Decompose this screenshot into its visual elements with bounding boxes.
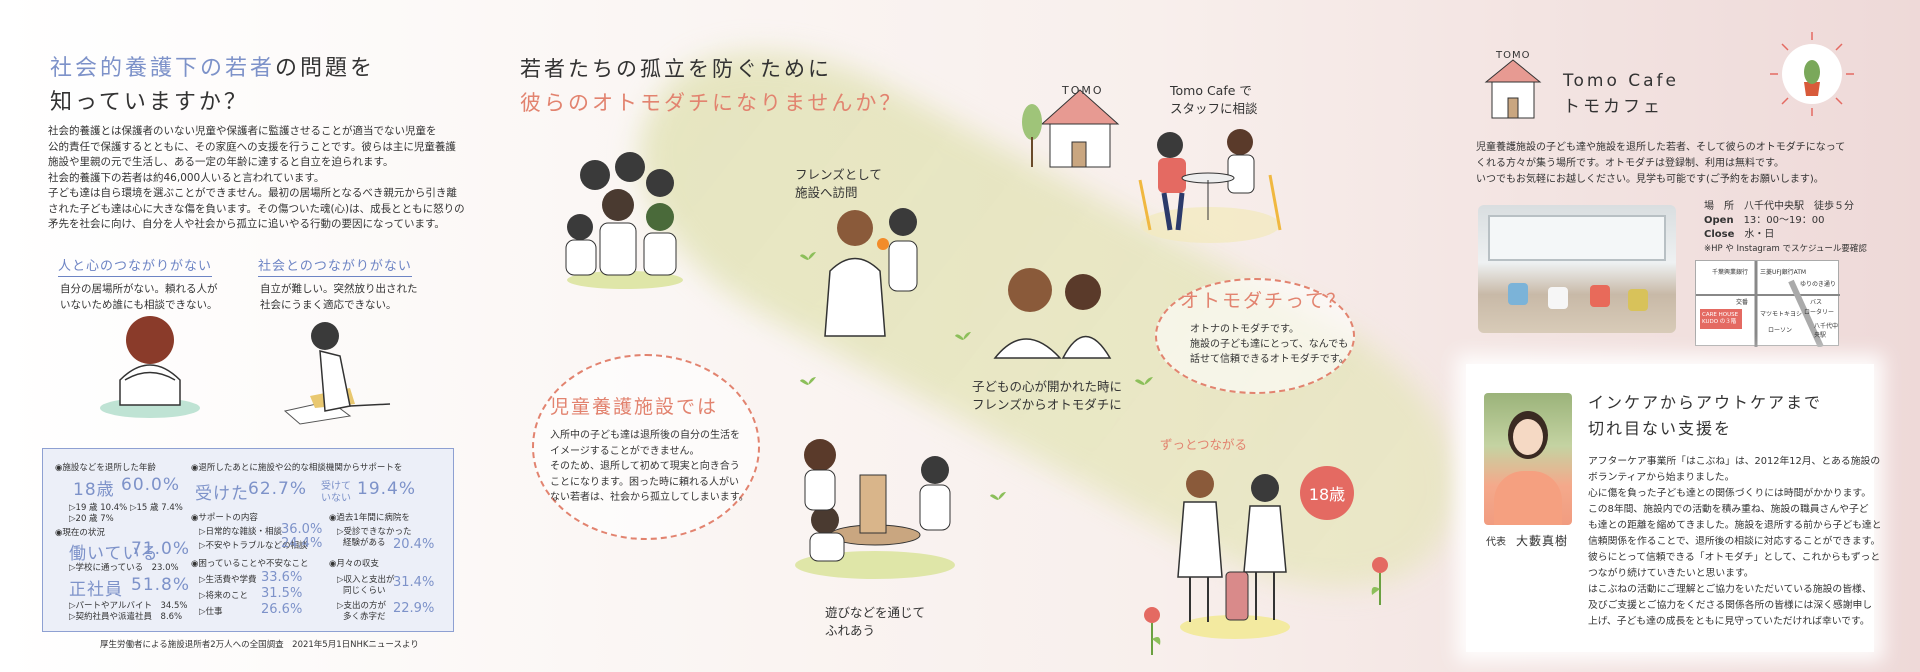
- cafe-intro: 児童養護施設の子ども達や施設を退所した若者、そして彼らのオトモダチになって くれ…: [1476, 142, 1846, 185]
- logo-sign: TOMO: [1496, 50, 1531, 61]
- sub1-text: 自分の居場所がない。頼れる人が いないため誰にも相談できない。: [60, 283, 218, 311]
- left-title: 社会的養護下の若者の問題を 知っていますか？: [50, 56, 376, 115]
- plant-badge-icon: [1770, 32, 1854, 116]
- caption-play: 遊びなどを通じて ふれあう: [825, 605, 926, 638]
- play-jenga-illustration: [795, 439, 955, 579]
- facility-heading: 児童養護施設では: [550, 396, 719, 418]
- caption-open-heart: 子どもの心が開かれた時に フレンズからオトモダチに: [972, 379, 1123, 412]
- caption-cafe: Tomo Cafe で スタッフに相談: [1170, 83, 1258, 116]
- caption-always: ずっとつながる: [1160, 437, 1248, 452]
- sprout-icon: [955, 332, 971, 350]
- access-map: 千葉興業銀行 三菱UFJ銀行ATM ゆりのき通り バス ロータリー 交番 マツモ…: [1695, 260, 1840, 347]
- facility-text: 入所中の子ども達は退所後の自分の生活を イメージすることができません。 そのため…: [550, 430, 749, 503]
- middle-title: 若者たちの孤立を防ぐために 彼らのオトモダチになりませんか？: [520, 57, 904, 115]
- children-group-illustration: [565, 152, 683, 289]
- cafe-name: Tomo Cafe トモカフェ: [1563, 71, 1679, 117]
- cafe-house-illustration: [1022, 89, 1120, 168]
- ellipse-facility: [532, 354, 760, 540]
- representative: 代表 大藪真樹: [1486, 534, 1569, 548]
- whisper-illustration: [993, 268, 1112, 359]
- sprout-icon: [800, 252, 816, 270]
- representative-photo: [1484, 393, 1572, 525]
- otomodachi-text: オトナのトモダチです。 施設の子ども達にとって、なんでも 話せて信頼できるオトモ…: [1190, 324, 1349, 365]
- cafe-info: 場 所 八千代中央駅 徒歩５分 Open 13：00～19：00 Close 水…: [1704, 201, 1867, 254]
- sitting-child-illustration: [100, 316, 200, 418]
- support-heading: インケアからアウトケアまで 切れ目ない支援を: [1588, 393, 1823, 438]
- friend-visit-illustration: [824, 208, 918, 337]
- tomo-logo-house: [1484, 59, 1542, 119]
- sub1-heading: 人と心のつながりがない: [58, 255, 213, 277]
- caption-friends: フレンズとして 施設へ訪問: [795, 167, 882, 200]
- sprout-icon: [1135, 377, 1153, 405]
- flower-icon: [1144, 607, 1161, 655]
- sub2-text: 自立が難しい。突然放り出された 社会にうまく適応できない。: [260, 283, 418, 311]
- two-youths-illustration: [1177, 470, 1290, 639]
- sprout-icon: [990, 492, 1006, 510]
- cafe-sign: TOMO: [1062, 84, 1104, 97]
- drawing-child-illustration: [283, 322, 391, 425]
- age-badge: 18歳: [1300, 466, 1354, 520]
- stats-source: 厚生労働者による施設退所者2万人への全国調査 2021年5月1日NHKニュースよ…: [100, 640, 419, 650]
- cafe-talk-illustration: [1138, 129, 1282, 243]
- stats-box: ◉施設などを退所した年齢 18歳 60.0% ▷19 歳 10.4% ▷15 歳…: [42, 448, 454, 632]
- otomodachi-heading: オトモダチって？: [1180, 290, 1348, 312]
- ellipse-otomodachi: [1155, 278, 1355, 394]
- cafe-photo: [1478, 205, 1676, 333]
- flower-icon: [1371, 557, 1388, 605]
- sub2-heading: 社会とのつながりがない: [258, 255, 412, 277]
- support-text: アフターケア事業所「はこぶね」は、2012年12月、とある施設の ボランティアか…: [1588, 456, 1882, 627]
- left-paragraph: 社会的養護とは保護者のいない児童や保護者に監護させることが適当でない児童を 公的…: [48, 125, 465, 230]
- sprout-icon: [800, 377, 816, 395]
